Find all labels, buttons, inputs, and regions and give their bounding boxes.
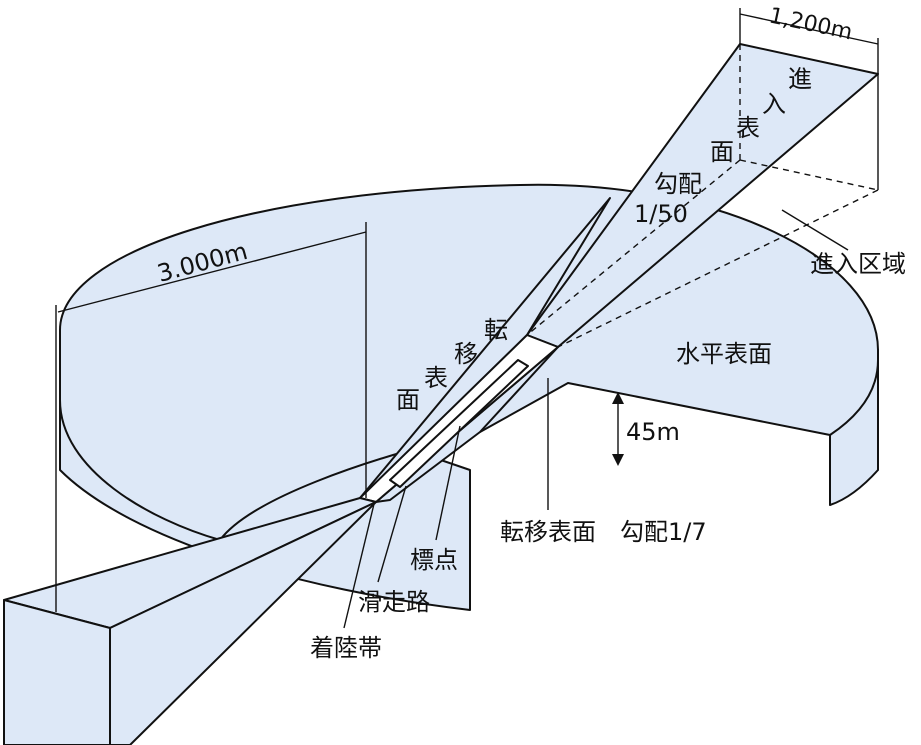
approach-surface-char-3: 表 [736,114,760,142]
radius-dimension-line [57,231,367,313]
approach-area-label: 進入区域 [810,250,906,278]
horizontal-surface-top [59,183,879,541]
approach-gradient-line1: 勾配 [654,170,702,198]
aiming-point-label: 標点 [410,546,458,574]
transitional-surface-char-3: 表 [424,364,448,392]
approach-area-leader [781,209,849,251]
runway-label: 滑走路 [358,588,430,616]
approach-gradient-line2: 1/50 [634,200,688,228]
runway-rectangle [389,359,529,488]
approach-surface-char-4: 面 [710,138,734,166]
approach-area-dashed-lines [526,44,879,348]
transitional-surface-char-4: 面 [396,386,420,414]
approach-box-front [3,599,111,745]
runway-strip-label: 着陸帯 [310,634,382,662]
approach-surface-char-2: 入 [762,90,786,118]
height-dimension-arrow-bottom [612,454,624,466]
height-dimension-label: 45m [626,418,680,446]
transitional-surface-char-1: 転 [484,316,508,344]
runway-leader [377,485,407,583]
aiming-point-leader [435,425,461,541]
transitional-surface-char-2: 移 [454,340,478,368]
width-dimension-line [739,13,879,45]
approach-box-side [109,501,377,745]
width-dimension-label: 1,200m [767,3,855,45]
runway-strip-leader [343,503,375,629]
approach-surface-char-1: 進 [788,65,812,93]
horizontal-surface-label: 水平表面 [676,340,772,368]
transitional-gradient-label: 転移表面 勾配1/7 [500,518,707,546]
height-dimension-arrow-top [612,392,624,404]
